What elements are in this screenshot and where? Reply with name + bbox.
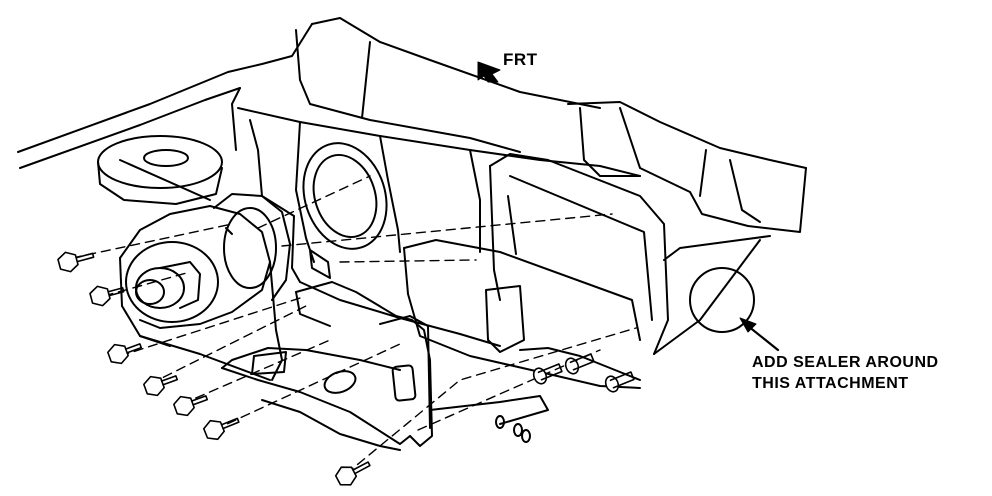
- heater-case: [403, 153, 771, 389]
- air-inlet-plenum: [567, 101, 807, 233]
- mounting-bracket: [221, 281, 549, 451]
- front-direction-label: FRT: [503, 50, 538, 69]
- blower-housing: [119, 193, 291, 381]
- sealer-callout-line2: THIS ATTACHMENT: [752, 375, 909, 392]
- screw-icon: [532, 353, 635, 393]
- front-direction-arrow-icon: [477, 61, 501, 83]
- bolt-icon: [57, 251, 371, 486]
- pointer-arrow-icon: [739, 317, 780, 352]
- air-cleaner: [97, 135, 223, 205]
- sealer-callout-line1: ADD SEALER AROUND: [752, 354, 939, 371]
- vehicle-body-outline: [17, 17, 601, 201]
